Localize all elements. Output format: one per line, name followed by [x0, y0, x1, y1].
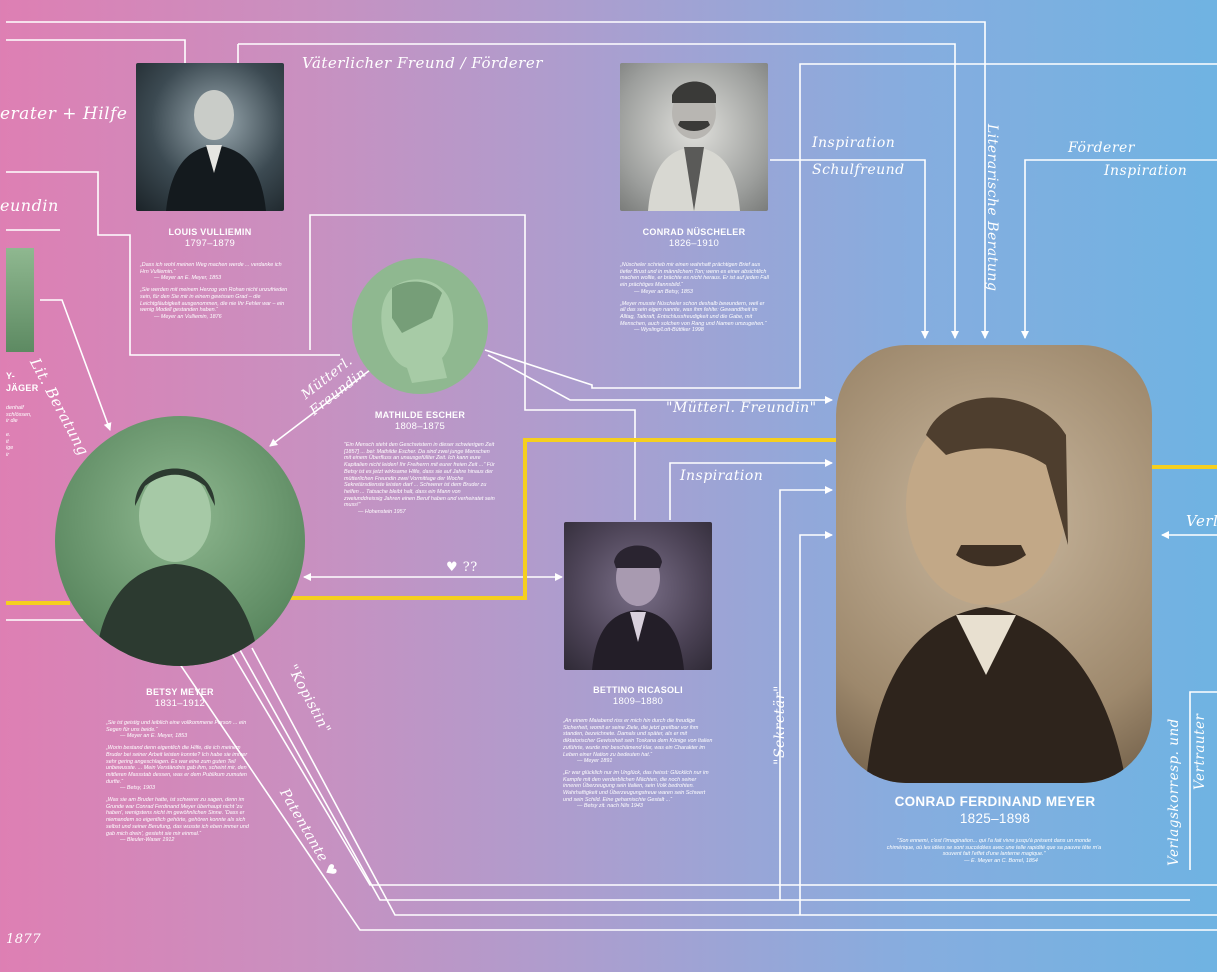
person-silhouette-icon: [166, 90, 266, 211]
betsy-portrait: [55, 416, 305, 666]
left-fragment-image: [6, 248, 34, 352]
line-top-1: [6, 21, 989, 339]
line-kopistin-1: [229, 649, 1217, 886]
line-foerderer: [1021, 159, 1217, 339]
meyer-quotes: "Son ennemi, c'est l'imagination... qui …: [886, 838, 1102, 865]
person-silhouette-icon: [95, 468, 260, 666]
line-inspiration-3: [669, 459, 833, 520]
line-escher-top: [309, 214, 636, 520]
escher-portrait: [352, 258, 488, 394]
meyer-portrait: [836, 345, 1152, 783]
ricasoli-portrait: [564, 522, 712, 670]
line-vaeterlich: [237, 43, 955, 338]
line-patentante: [251, 647, 1217, 916]
nuescheler-portrait: [620, 63, 768, 211]
line-escher-right: [484, 63, 1217, 389]
label-muetterl-quote: "Mütterl. Freundin": [666, 400, 817, 416]
label-inspiration-1: Inspiration: [812, 135, 896, 151]
left-fragment-text: denhalf schlössen, ir die e. it ige ir: [6, 405, 32, 458]
vulliemin-quotes: „Dass ich wohl meinen Weg machen werde .…: [140, 262, 288, 320]
label-berater: erater + Hilfe: [0, 104, 128, 124]
line-bottom-outer: [6, 619, 1217, 931]
label-year-1877: 1877: [6, 932, 42, 947]
line-muetterl: [487, 354, 833, 404]
label-freundin: eundin: [0, 196, 59, 215]
ricasoli-quotes: „An einem Maiabend riss er mich hin durc…: [563, 718, 713, 810]
label-verl: Verl: [1186, 512, 1217, 530]
jaeger-name: Y-JÄGER: [6, 371, 39, 393]
line-freundin-1: [6, 171, 340, 356]
line-inspiration-1: [770, 159, 929, 339]
label-vertrauter: Vertrauter: [1192, 713, 1208, 790]
line-kopistin-2: [239, 649, 1190, 901]
person-silhouette-icon: [381, 279, 454, 383]
line-sekretaer-2: [779, 486, 833, 900]
label-inspiration-3: Inspiration: [680, 468, 764, 484]
label-foerderer: Förderer: [1068, 140, 1135, 156]
label-schulfreund: Schulfreund: [812, 162, 905, 178]
nuescheler-quotes: „Nüscheler schrieb mir einen wahrhaft pr…: [620, 262, 769, 334]
vulliemin-portrait: [136, 63, 284, 211]
betsy-quotes: „Sie ist geistig und leiblich eine vollk…: [106, 720, 249, 844]
label-vaeterlich: Väterlicher Freund / Förderer: [302, 54, 543, 72]
escher-quotes: "Ein Mensch steht den Geschwistern in di…: [344, 442, 495, 516]
person-silhouette-icon: [866, 397, 1126, 783]
line-escher-betsy: [269, 369, 371, 447]
label-sekretaer: "Sekretär": [772, 685, 788, 765]
line-verlagskorresp: [1189, 691, 1217, 870]
label-heart: ♥ ??: [446, 560, 478, 575]
line-lit-beratung: [40, 299, 112, 431]
label-verlagskorresp: Verlagskorresp. und: [1166, 718, 1182, 866]
person-silhouette-icon: [648, 81, 740, 211]
label-inspiration-2: Inspiration: [1104, 163, 1188, 179]
person-silhouette-icon: [592, 545, 684, 670]
family-line: [6, 438, 1217, 605]
label-literarische-beratung: Literarische Beratung: [984, 124, 1000, 292]
line-sekretaer: [799, 531, 833, 915]
